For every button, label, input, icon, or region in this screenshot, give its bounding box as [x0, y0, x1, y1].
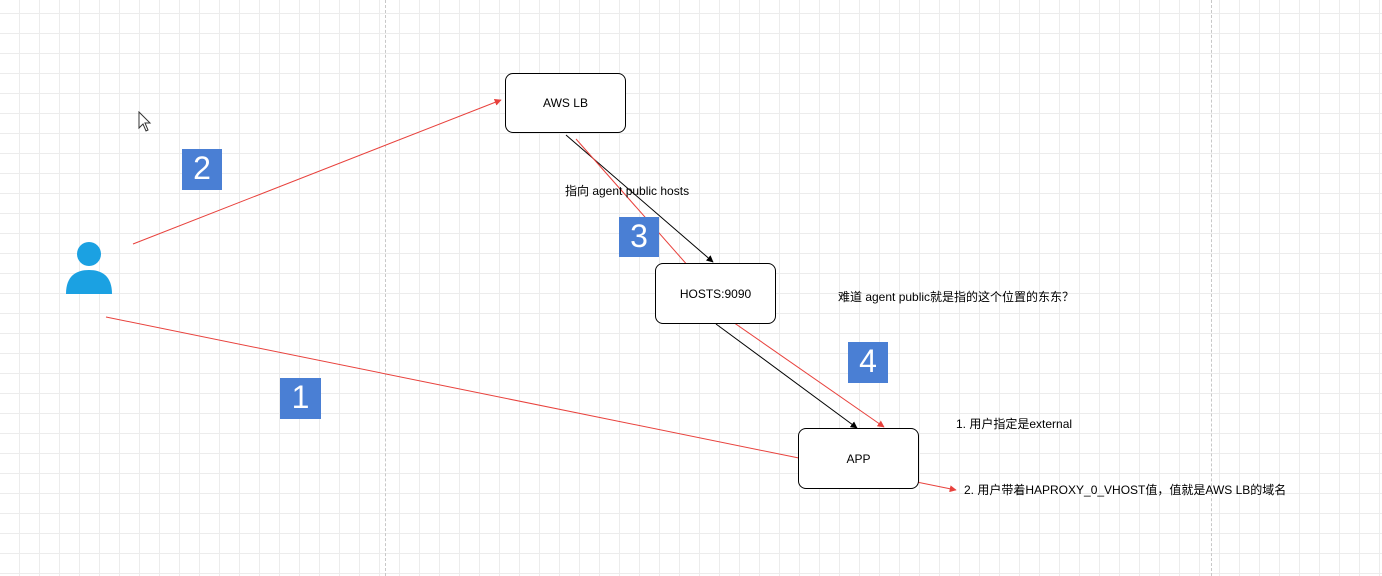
node-app[interactable]: APP	[798, 428, 919, 489]
edge-lb-to-hosts-red[interactable]	[575, 138, 698, 277]
step-badge-2-label: 2	[193, 150, 211, 186]
step-badge-1-label: 1	[291, 379, 310, 415]
node-aws-lb[interactable]: AWS LB	[505, 73, 626, 133]
annotation-agent-hosts[interactable]: 指向 agent public hosts	[565, 184, 690, 198]
page-break-line	[1211, 0, 1212, 576]
node-hosts[interactable]: HOSTS:9090	[655, 263, 776, 324]
step-badge-2[interactable]: 2	[182, 149, 222, 190]
edge-hosts-to-app-red[interactable]	[706, 303, 885, 428]
step-badge-3[interactable]: 3	[619, 217, 659, 257]
user-icon[interactable]	[62, 240, 116, 295]
step-badge-3-label: 3	[630, 217, 648, 254]
node-hosts-label: HOSTS:9090	[679, 286, 752, 301]
node-app-label: APP	[846, 451, 871, 466]
node-aws-lb-label: AWS LB	[543, 96, 588, 110]
page-break-line	[385, 0, 386, 576]
mouse-cursor-icon	[138, 111, 152, 132]
annotation-note-1[interactable]: 1. 用户指定是external	[956, 417, 1073, 431]
annotation-note-2[interactable]: 2. 用户带着HAPROXY_0_VHOST值，值就是AWS LB的域名	[964, 483, 1287, 497]
step-badge-1[interactable]: 1	[280, 378, 321, 419]
step-badge-4-label: 4	[859, 343, 877, 379]
annotation-question[interactable]: 难道 agent public就是指的这个位置的东东？	[838, 290, 1075, 304]
edge-user-to-lb[interactable]	[132, 99, 502, 245]
edge-hosts-to-app[interactable]	[715, 323, 858, 429]
step-badge-4[interactable]: 4	[848, 342, 888, 383]
